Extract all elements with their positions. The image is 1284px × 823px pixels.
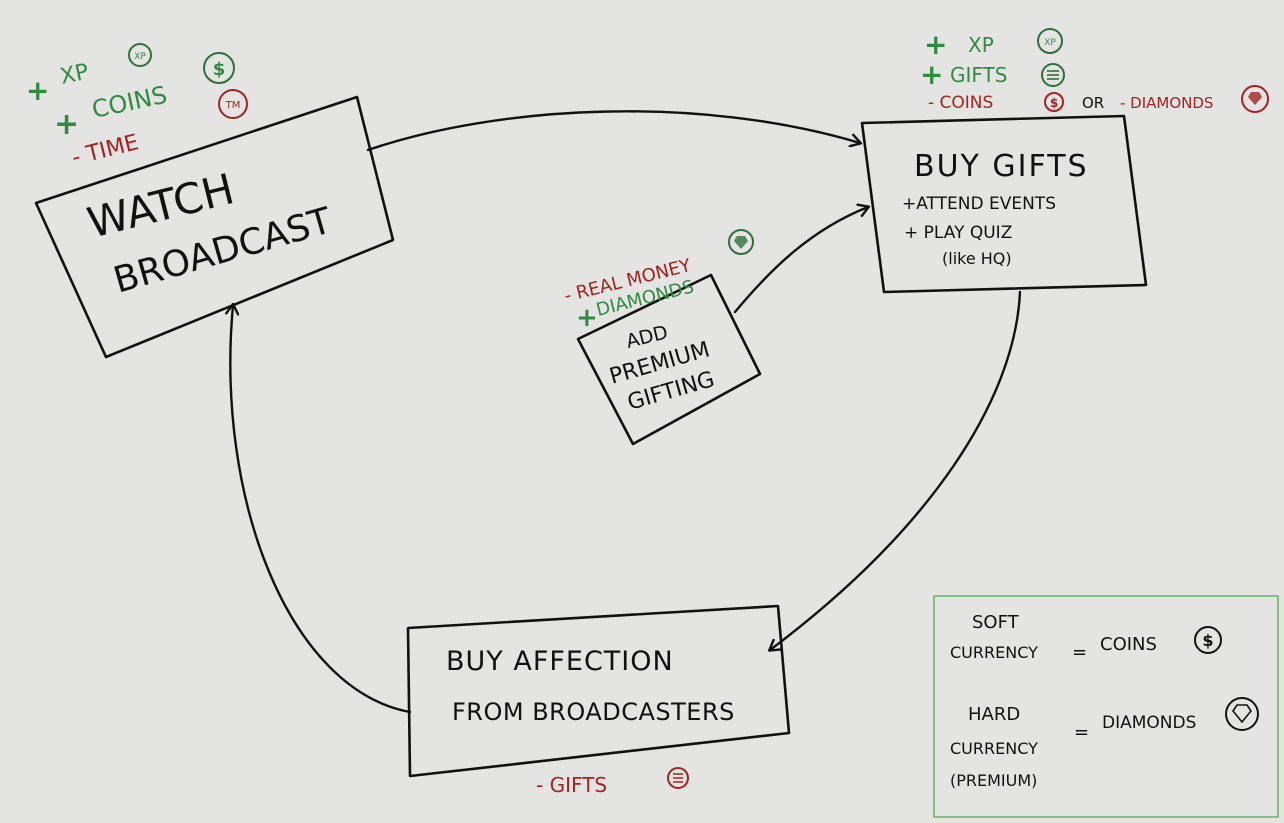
arrow-watch-to-gifts <box>366 110 860 152</box>
premium-gifting-box <box>576 273 762 446</box>
buy-gifts-line-2: +ATTEND EVENTS <box>902 194 1056 214</box>
watch-annotations: + XP XP + COINS $ - TIME TM <box>26 43 248 171</box>
watch-coins-label: COINS <box>89 81 169 124</box>
watch-xp-plus: + <box>26 74 49 107</box>
buy-gifts-annotations: + XP XP + GIFTS - COINS $ OR - DIAMONDS <box>920 28 1269 113</box>
arrow-affection-to-watch <box>230 305 412 714</box>
coin-icon: $ <box>1194 626 1222 654</box>
affection-gifts-label: - GIFTS <box>536 773 607 797</box>
svg-text:$: $ <box>1050 96 1058 110</box>
watch-time-label: - TIME <box>69 130 141 171</box>
affection-line-2: FROM BROADCASTERS <box>452 698 735 726</box>
arrow-premium-to-gifts <box>733 207 868 314</box>
coin-icon: $ <box>203 52 235 84</box>
watch-xp-label: XP <box>58 60 91 90</box>
coin-icon: $ <box>1044 92 1064 112</box>
buy-affection-box <box>406 604 791 778</box>
buy-gifts-line-4: (like HQ) <box>942 249 1012 268</box>
watch-broadcast-box <box>34 95 395 359</box>
node-buy-affection: BUY AFFECTION FROM BROADCASTERS <box>406 604 791 778</box>
gift-icon <box>667 767 689 789</box>
legend-soft-value: COINS <box>1100 634 1157 655</box>
legend-hard-2: CURRENCY <box>950 739 1038 758</box>
svg-text:$: $ <box>1202 631 1213 650</box>
gifts-xp-label: XP <box>968 33 994 57</box>
node-buy-gifts: BUY GIFTS +ATTEND EVENTS + PLAY QUIZ (li… <box>860 114 1148 294</box>
svg-text:XP: XP <box>1044 38 1056 48</box>
legend-hard-3: (PREMIUM) <box>950 771 1037 790</box>
premium-diamonds-plus: + <box>576 303 598 333</box>
diamond-icon <box>1225 697 1259 731</box>
gifts-gifts-plus: + <box>920 58 943 91</box>
legend-soft-eq: = <box>1072 642 1087 663</box>
legend-hard-1: HARD <box>968 704 1020 725</box>
legend-soft-1: SOFT <box>972 612 1020 633</box>
node-watch-broadcast: WATCH BROADCAST <box>34 95 395 359</box>
buy-gifts-title: BUY GIFTS <box>914 149 1089 184</box>
legend-hard-value: DIAMONDS <box>1102 713 1196 733</box>
gift-icon <box>1041 63 1065 87</box>
svg-text:TM: TM <box>225 100 241 111</box>
xp-icon: XP <box>128 43 152 67</box>
diamond-icon <box>1241 85 1269 113</box>
svg-text:$: $ <box>213 59 226 80</box>
diamond-icon <box>728 229 754 255</box>
legend-box <box>933 595 1279 818</box>
gifts-diamonds-label: - DIAMONDS <box>1120 94 1213 112</box>
premium-line-1: ADD <box>624 321 670 353</box>
premium-annotations: - REAL MONEY + DIAMONDS <box>562 229 754 333</box>
time-icon: TM <box>218 89 248 119</box>
buy-gifts-line-3: + PLAY QUIZ <box>904 223 1012 243</box>
svg-text:XP: XP <box>134 52 146 62</box>
legend: SOFT CURRENCY = COINS $ HARD CURRENCY (P… <box>933 595 1279 818</box>
legend-hard-eq: = <box>1074 722 1089 743</box>
gifts-coins-label: - COINS <box>928 93 993 113</box>
watch-coins-plus: + <box>54 107 79 142</box>
affection-line-1: BUY AFFECTION <box>446 646 674 677</box>
buy-gifts-box <box>860 114 1148 294</box>
arrows <box>230 110 1022 714</box>
legend-soft-2: CURRENCY <box>950 643 1038 662</box>
xp-icon: XP <box>1037 28 1063 54</box>
gifts-xp-plus: + <box>924 28 947 61</box>
affection-annotations: - GIFTS <box>536 767 689 797</box>
gifts-or-label: OR <box>1082 94 1104 112</box>
arrow-gifts-to-affection <box>770 290 1022 650</box>
gifts-gifts-label: GIFTS <box>950 63 1007 87</box>
